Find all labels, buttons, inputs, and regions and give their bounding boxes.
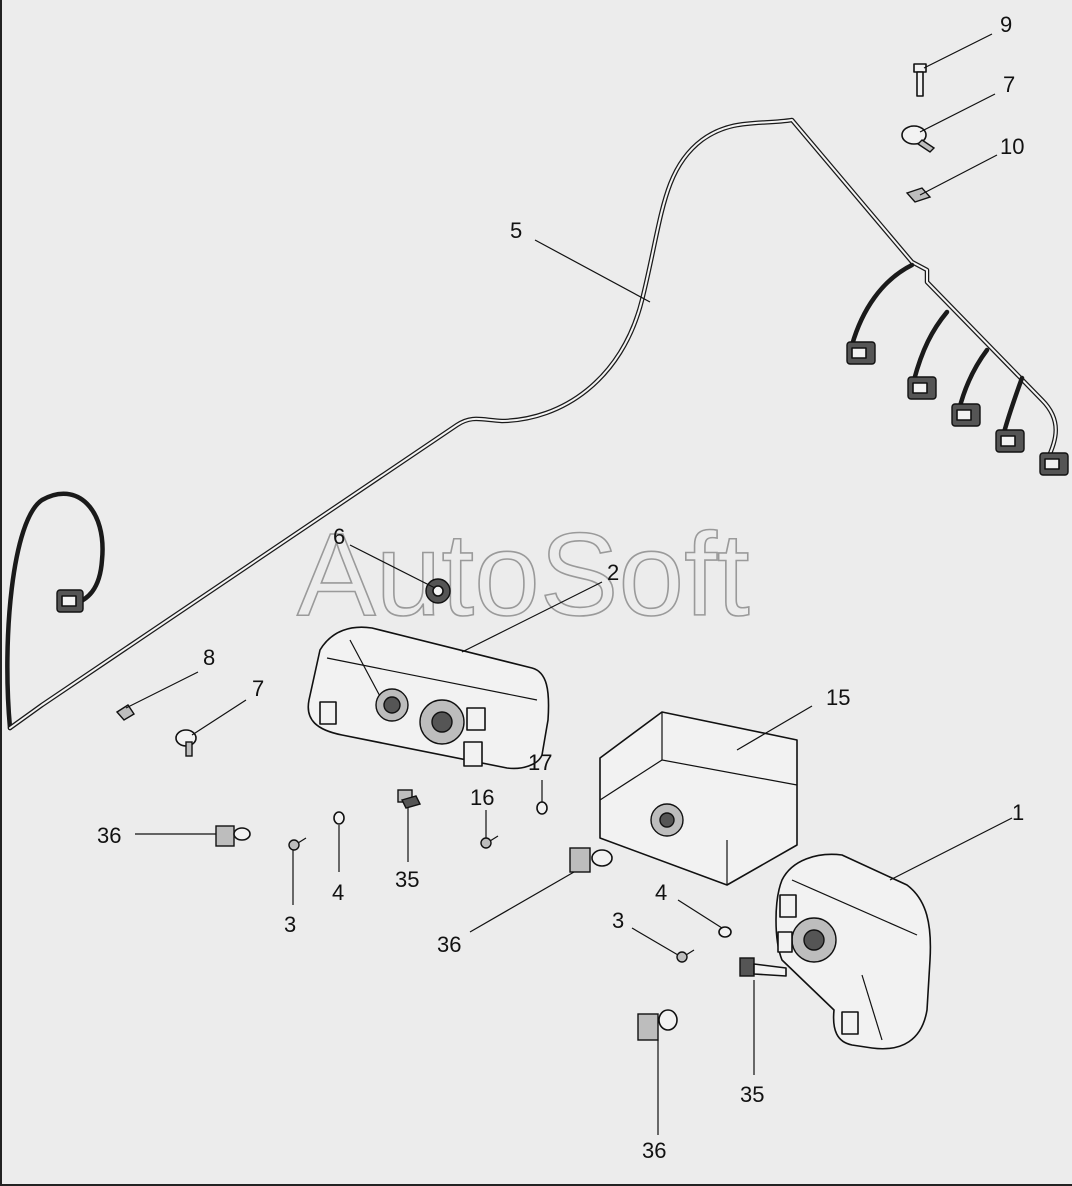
callout-labels: 9 7 10 5 6 2 8 7 15 17 16 36 4 35 3 1 4 … — [97, 12, 1024, 1163]
bulb-center — [569, 847, 613, 873]
harness-connectors — [56, 341, 1069, 613]
rivet-part — [115, 704, 135, 721]
callout-5: 5 — [510, 218, 522, 243]
callout-4-right: 4 — [655, 880, 667, 905]
screw-right — [676, 949, 695, 963]
callout-36-bottom: 36 — [642, 1138, 666, 1163]
bulb-left — [215, 825, 251, 847]
callout-35-left: 35 — [395, 867, 419, 892]
callout-16: 16 — [470, 785, 494, 810]
right-lamp-housing — [775, 853, 932, 1050]
left-lamp-housing — [307, 626, 550, 770]
bolt-part — [913, 63, 927, 97]
callout-7-top: 7 — [1003, 72, 1015, 97]
washer-right — [718, 926, 732, 938]
wiring-harness — [5, 117, 1058, 731]
watermark: AutoSoft — [297, 509, 750, 641]
leader-lines — [125, 33, 1013, 1135]
callout-8: 8 — [203, 645, 215, 670]
callout-2: 2 — [607, 560, 619, 585]
screw-center — [480, 835, 499, 849]
callout-15: 15 — [826, 685, 850, 710]
callout-6: 6 — [333, 524, 345, 549]
callout-3-left: 3 — [284, 912, 296, 937]
bulb-bottom — [637, 1009, 678, 1041]
callout-36-left: 36 — [97, 823, 121, 848]
socket-right — [739, 957, 787, 977]
screw-left — [288, 837, 307, 851]
callout-7-left: 7 — [252, 676, 264, 701]
callout-4-left: 4 — [332, 880, 344, 905]
callout-1: 1 — [1012, 800, 1024, 825]
callout-9: 9 — [1000, 12, 1012, 37]
callout-35-right: 35 — [740, 1082, 764, 1107]
grommet-part — [425, 578, 451, 604]
clamp-part — [901, 125, 936, 153]
middle-lamp-lens — [599, 711, 798, 886]
callout-17: 17 — [528, 750, 552, 775]
washer-left — [333, 811, 345, 825]
callout-36-center: 36 — [437, 932, 461, 957]
callout-3-right: 3 — [612, 908, 624, 933]
clip-nut-part — [905, 187, 932, 203]
washer-center — [536, 801, 548, 815]
callout-10: 10 — [1000, 134, 1024, 159]
socket-left — [397, 789, 422, 809]
clamp-part-lower — [175, 729, 197, 757]
